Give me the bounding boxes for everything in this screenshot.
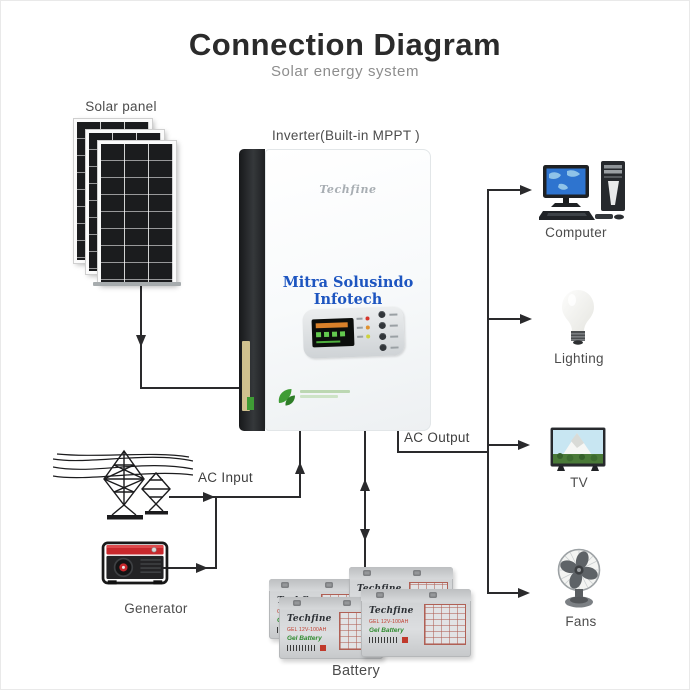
panel-button	[379, 343, 387, 352]
battery-terminal	[363, 570, 371, 576]
edge-generator-to-bus	[163, 567, 217, 569]
page-subtitle: Solar energy system	[270, 63, 420, 80]
battery-model-text: GEL 12V-100AH	[287, 627, 327, 633]
battery-icon: Techfine GEL 12V-100AH Gel Battery	[361, 589, 471, 657]
page-title: Connection Diagram	[188, 27, 502, 62]
battery-spec-table	[424, 604, 466, 646]
battery-terminal	[429, 592, 437, 598]
generator-icon	[101, 541, 169, 585]
eco-tagline-bar	[300, 390, 350, 393]
inverter-label: Inverter(Built-in MPPT )	[272, 128, 420, 143]
solar-panel-base	[93, 282, 181, 286]
ac-input-label: AC Input	[198, 470, 253, 485]
edge-solar-horizontal	[140, 387, 242, 389]
edge-battery-arrow-up	[360, 479, 370, 491]
generator-label: Generator	[124, 601, 188, 616]
solar-panel-icon	[98, 141, 176, 285]
solar-panel-label: Solar panel	[85, 99, 157, 114]
edge-acinput-arrow-up	[295, 462, 305, 474]
panel-button	[379, 332, 387, 341]
edge-battery-arrow-down	[360, 529, 370, 541]
fan-icon	[557, 548, 601, 608]
ac-input-bus	[215, 496, 217, 569]
battery-terminal	[343, 600, 351, 606]
panel-button	[378, 310, 386, 319]
battery-type-text: Gel Battery	[287, 635, 322, 642]
eco-tagline-bar	[300, 395, 338, 398]
tv-label: TV	[570, 475, 588, 490]
edge-acinput-horizontal	[215, 496, 301, 498]
leaf-logo-icon	[278, 389, 295, 406]
battery-terminal	[281, 582, 289, 588]
edge-solar-arrow-down	[136, 335, 146, 347]
inverter-side-port	[247, 397, 254, 410]
power-grid-icon	[53, 449, 193, 520]
inverter-unit: Techfine Mitra Solusindo Infotech	[239, 149, 431, 431]
inverter-watermark-text: Mitra Solusindo Infotech	[282, 274, 414, 308]
battery-terminal	[293, 600, 301, 606]
edge-acoutput-vertical	[397, 419, 399, 453]
branch-computer	[487, 189, 521, 191]
battery-brand-text: Techfine	[369, 606, 414, 616]
inverter-face	[265, 149, 431, 431]
tv-icon	[550, 427, 606, 471]
computer-icon	[539, 161, 625, 220]
battery-model-text: GEL 12V-100AH	[369, 619, 409, 625]
branch-computer-arrow	[520, 185, 532, 195]
edge-acoutput-horizontal	[397, 451, 489, 453]
inverter-control-panel	[302, 306, 405, 359]
lighting-bulb-icon	[562, 290, 594, 345]
edge-battery-vertical	[364, 423, 366, 571]
edge-grid-to-bus	[169, 496, 217, 498]
edge-grid-arrow	[203, 492, 215, 502]
branch-tv-arrow	[518, 440, 530, 450]
battery-terminal	[413, 570, 421, 576]
lcd-display	[311, 317, 355, 348]
computer-label: Computer	[545, 225, 607, 240]
battery-brand-text: Techfine	[287, 614, 332, 624]
battery-terminal	[325, 582, 333, 588]
status-led	[366, 334, 371, 339]
lighting-label: Lighting	[554, 351, 604, 366]
ac-output-label: AC Output	[404, 430, 470, 445]
panel-button	[378, 321, 386, 330]
battery-type-text: Gel Battery	[369, 627, 404, 634]
battery-terminal	[376, 592, 384, 598]
status-led	[365, 316, 370, 321]
inverter-side-sticker	[242, 341, 250, 411]
branch-fans	[487, 592, 519, 594]
ac-output-bus	[487, 189, 489, 594]
status-led	[365, 325, 370, 330]
inverter-brand-text: Techfine	[319, 183, 377, 196]
branch-tv	[487, 444, 519, 446]
edge-generator-arrow	[196, 563, 208, 573]
branch-lighting-arrow	[520, 314, 532, 324]
branch-lighting	[487, 318, 521, 320]
fans-label: Fans	[565, 614, 597, 629]
battery-label: Battery	[331, 663, 381, 679]
branch-fans-arrow	[518, 588, 530, 598]
